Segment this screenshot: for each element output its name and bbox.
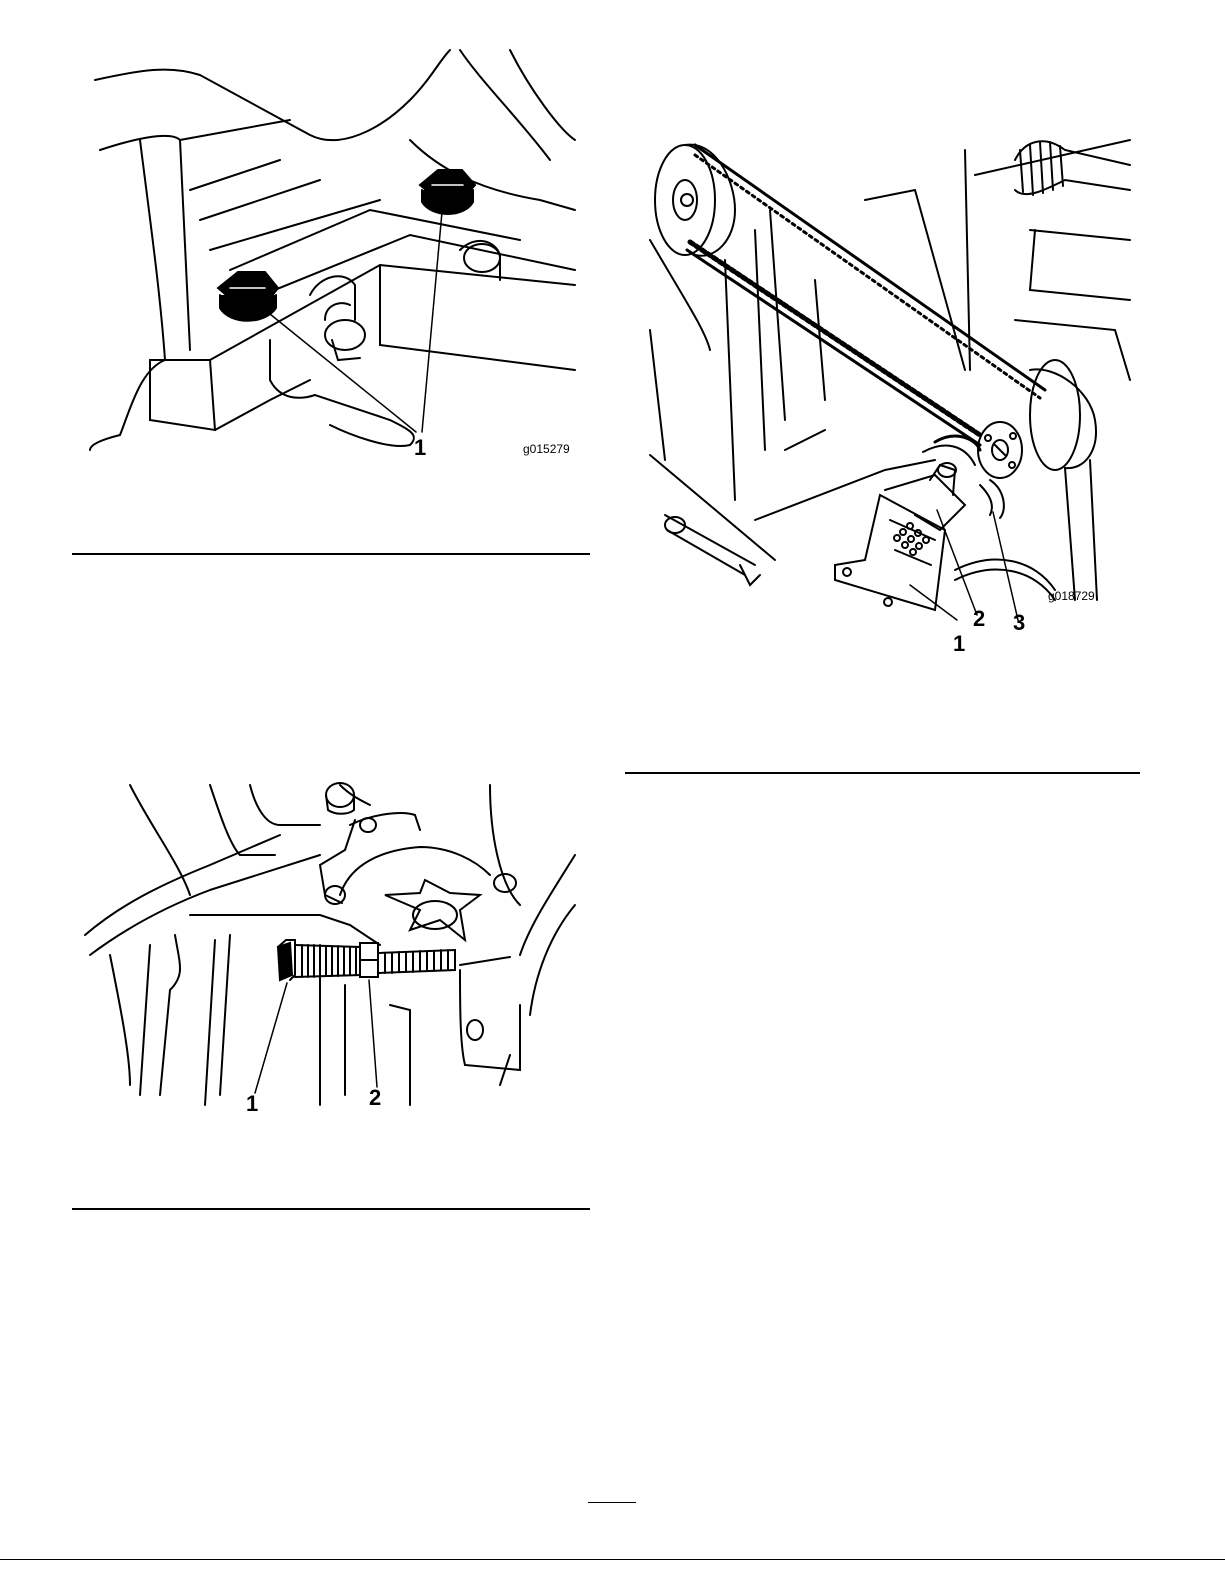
drive-pulley <box>655 145 735 256</box>
callout-1: 1 <box>246 1093 258 1115</box>
drain-plugs-illustration <box>80 40 590 480</box>
idler-bracket <box>835 495 945 610</box>
callout-1: 1 <box>953 633 965 655</box>
figure-drain-plugs: 1 g015279 <box>80 40 590 480</box>
callout-2: 2 <box>369 1087 381 1109</box>
callout-3: 3 <box>1013 612 1025 634</box>
figure-divider-1 <box>72 553 590 555</box>
page-number-rule <box>588 1502 636 1503</box>
adjustment-bolt-illustration <box>80 775 590 1120</box>
driven-pulley <box>1030 360 1097 600</box>
page-bottom-rule <box>0 1559 1225 1560</box>
callout-2: 2 <box>973 608 985 630</box>
callout-1: 1 <box>414 437 426 459</box>
drain-plug-rear <box>420 170 475 214</box>
figure-divider-3 <box>72 1208 590 1210</box>
figure-id: g018729 <box>1048 590 1095 602</box>
figure-drive-belt: 1 2 3 g018729 <box>635 120 1135 660</box>
figure-adjustment-bolt: 1 2 <box>80 775 590 1120</box>
cover-plate <box>320 813 516 940</box>
drive-belt <box>687 145 1045 445</box>
idler-arm <box>885 463 965 530</box>
idler-pulley <box>978 422 1022 478</box>
jam-nut <box>360 943 378 977</box>
drive-belt-illustration <box>635 120 1135 660</box>
figure-divider-2 <box>625 772 1140 774</box>
figure-id: g015279 <box>523 443 570 455</box>
